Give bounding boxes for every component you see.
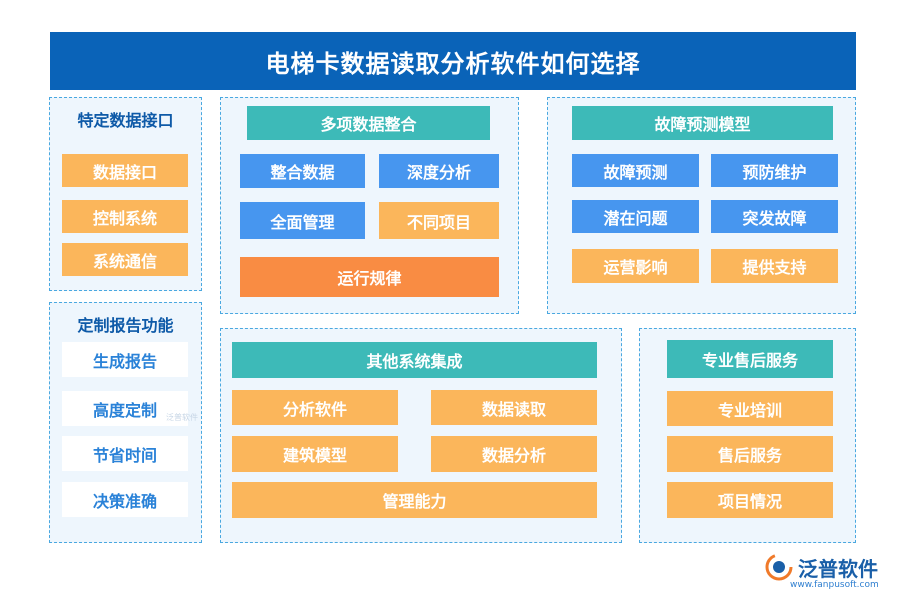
box-provide-support: 提供支持: [711, 249, 838, 283]
box-data-analysis: 数据分析: [431, 436, 597, 472]
brand-url: www.fanpusoft.com: [790, 580, 879, 590]
panel-heading-other-integration: 其他系统集成: [232, 342, 597, 378]
box-different-projects: 不同项目: [379, 202, 499, 239]
panel-heading-after-sales: 专业售后服务: [667, 340, 833, 378]
panel-heading-data-interface: 特定数据接口: [77, 111, 174, 130]
box-preventive-maintenance: 预防维护: [711, 154, 838, 187]
box-after-sales-service: 售后服务: [667, 436, 833, 472]
box-save-time: 节省时间: [62, 436, 188, 471]
box-integrate-data: 整合数据: [240, 154, 365, 188]
panel-heading-fault-prediction: 故障预测模型: [572, 106, 833, 140]
box-high-customization: 高度定制: [62, 391, 188, 426]
panel-heading-custom-report: 定制报告功能: [77, 316, 174, 335]
box-management-capability: 管理能力: [232, 482, 597, 518]
box-control-system: 控制系统: [62, 200, 188, 233]
page-title: 电梯卡数据读取分析软件如何选择: [50, 32, 856, 90]
box-deep-analysis: 深度分析: [379, 154, 499, 188]
box-accurate-decision: 决策准确: [62, 482, 188, 517]
brand-name: 泛普软件: [798, 557, 878, 581]
box-project-status: 项目情况: [667, 482, 833, 518]
box-potential-issues: 潜在问题: [572, 200, 699, 233]
watermark-text: 泛普软件: [166, 413, 198, 422]
box-generate-report: 生成报告: [62, 342, 188, 377]
box-operation-pattern: 运行规律: [240, 257, 499, 297]
box-system-communication: 系统通信: [62, 243, 188, 276]
box-full-management: 全面管理: [240, 202, 365, 239]
box-professional-training: 专业培训: [667, 391, 833, 426]
panel-heading-data-integration: 多项数据整合: [247, 106, 490, 140]
box-sudden-failure: 突发故障: [711, 200, 838, 233]
brand-logo-icon: [765, 553, 793, 581]
box-building-model: 建筑模型: [232, 436, 398, 472]
box-fault-prediction: 故障预测: [572, 154, 699, 187]
box-analysis-software: 分析软件: [232, 390, 398, 425]
box-operation-impact: 运营影响: [572, 249, 699, 283]
box-data-reading: 数据读取: [431, 390, 597, 425]
box-data-interface: 数据接口: [62, 154, 188, 187]
